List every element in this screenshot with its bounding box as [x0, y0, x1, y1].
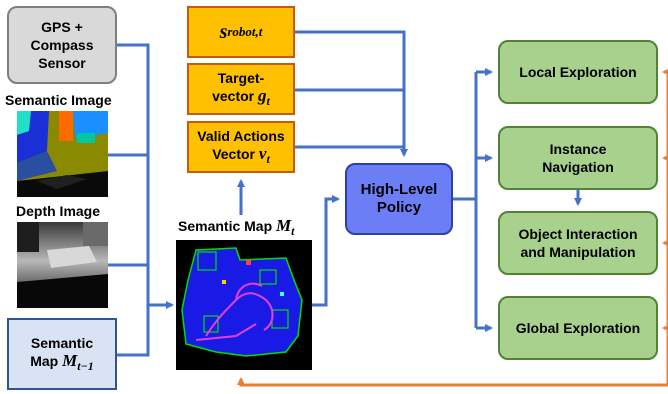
- object-line2: and Manipulation: [520, 244, 636, 260]
- semantic-map-current-symbol: M: [276, 216, 292, 235]
- gps-label-line2: Compass: [30, 37, 94, 53]
- valid-symbol: v: [258, 143, 267, 163]
- semantic-image: [17, 111, 108, 197]
- map-prev-connector: [117, 305, 150, 357]
- srobot-to-policy-arrow: [295, 30, 408, 157]
- valid-actions-vector-box: Valid Actions Vector vt: [187, 121, 295, 173]
- global-exploration-label: Global Exploration: [515, 320, 641, 336]
- valid-line2: Vector: [212, 145, 259, 162]
- valid-sub: t: [266, 151, 270, 166]
- semantic-map-current-sub: t: [291, 223, 295, 238]
- instance-line1: Instance: [549, 141, 607, 157]
- policy-to-subpolicies: [453, 72, 478, 328]
- object-interaction-box: Object Interaction and Manipulation: [498, 211, 658, 275]
- target-vector-box: Target- vector gt: [187, 63, 295, 115]
- semantic-map-current-text: Semantic Map: [178, 218, 277, 234]
- high-level-policy-box: High-Level Policy: [345, 163, 453, 235]
- semantic-image-label: Semantic Image: [5, 92, 112, 108]
- semantic-map-current-label: Semantic Map Mt: [178, 216, 295, 239]
- semantic-map-prev-box: Semantic Map Mt−1: [7, 318, 117, 390]
- policy-line1: High-Level: [360, 181, 438, 198]
- gps-compass-sensor-box: GPS + Compass Sensor: [7, 6, 117, 84]
- local-exploration-label: Local Exploration: [519, 64, 637, 80]
- semantic-map-image: [176, 240, 312, 370]
- global-exploration-box: Global Exploration: [498, 296, 658, 360]
- depth-image: [17, 222, 108, 308]
- semantic-map-prev-line2: Map: [30, 352, 63, 369]
- feedback-line: [237, 72, 668, 387]
- object-line1: Object Interaction: [518, 226, 638, 242]
- semantic-map-prev-symbol: M: [62, 350, 78, 370]
- policy-line2: Policy: [376, 199, 422, 216]
- depth-image-label: Depth Image: [16, 203, 101, 219]
- target-line1: Target-: [217, 69, 265, 86]
- robot-state-symbol: s: [219, 21, 228, 43]
- gps-connector: [117, 43, 150, 305]
- gps-label-line3: Sensor: [38, 55, 86, 71]
- semantic-map-prev-line1: Semantic: [30, 334, 94, 351]
- robot-state-sub: robot,t: [227, 24, 263, 39]
- instance-navigation-box: Instance Navigation: [498, 126, 658, 190]
- semantic-map-prev-sub: t−1: [77, 358, 94, 373]
- instance-line2: Navigation: [542, 159, 614, 175]
- local-exploration-box: Local Exploration: [498, 40, 658, 104]
- map-to-policy-arrow: [312, 195, 340, 307]
- target-symbol: g: [258, 85, 267, 105]
- target-line2: vector: [212, 87, 259, 104]
- valid-line1: Valid Actions: [197, 127, 285, 144]
- gps-label-line1: GPS +: [41, 19, 83, 35]
- target-sub: t: [266, 93, 270, 108]
